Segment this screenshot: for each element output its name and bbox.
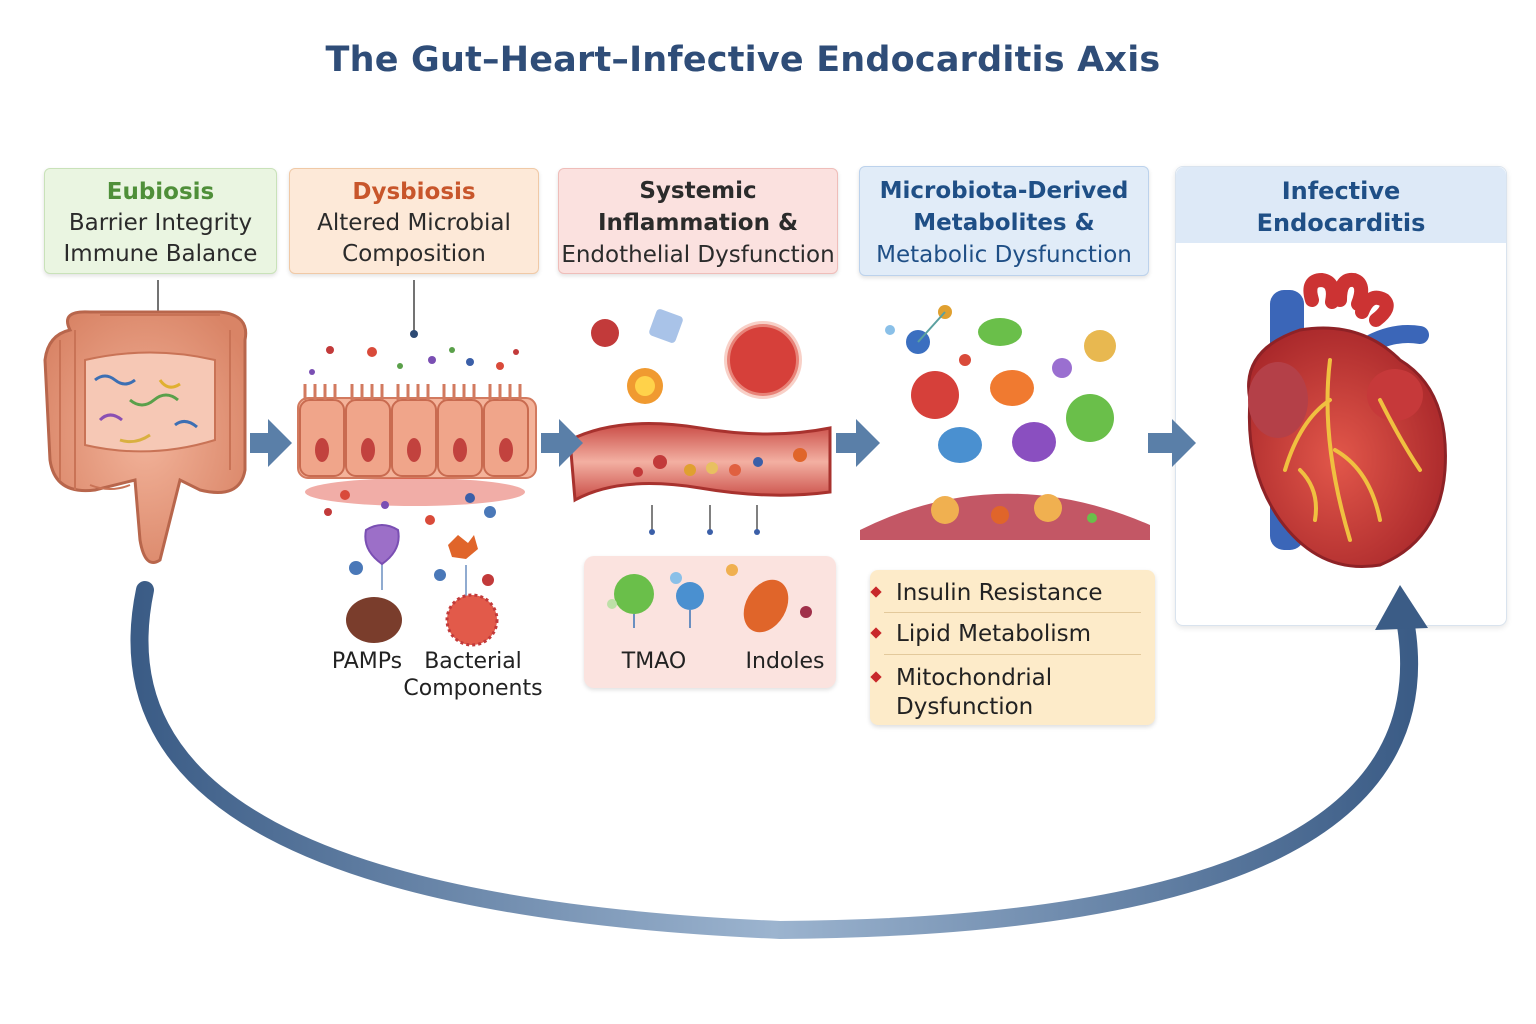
metabolites-illustration [860,305,1150,540]
endocarditis-line-1: Infective [1281,177,1401,205]
metabolites-line-2: Metabolic Dysfunction [876,242,1132,268]
bullet-icon [870,586,882,598]
metabolite-card: TMAO Indoles [584,556,836,688]
metabolites-line-1: Metabolites & [913,210,1095,236]
bacterial-line-2: Components [403,676,543,701]
forward-arrows [250,419,1196,467]
eubiosis-line-1: Barrier Integrity [68,210,253,236]
metabolite-molecules [607,564,812,633]
dysbiosis-box: Dysbiosis Altered Microbial Composition [289,168,539,274]
list-item: Mitochondrial Dysfunction [870,664,1053,722]
bacterial-components-label: Bacterial Components [398,648,548,702]
pamps-label: PAMPs [331,649,403,674]
intestine-illustration [43,310,248,564]
list-item-label: Lipid Metabolism [896,621,1092,647]
dysbiosis-line-2: Composition [342,241,486,267]
epithelium-illustration [297,346,537,647]
inflammation-heading: Systemic [639,178,757,204]
loop-arrowhead [1375,585,1428,630]
list-item-label: Insulin Resistance [896,580,1103,606]
eubiosis-box: Eubiosis Barrier Integrity Immune Balanc… [44,168,277,274]
inflammation-box: Systemic Inflammation & Endothelial Dysf… [558,168,838,274]
bullet-icon [870,671,882,683]
inflammation-line-2: Endothelial Dysfunction [561,242,835,268]
dysbiosis-line-1: Altered Microbial [317,210,511,236]
eubiosis-line-2: Immune Balance [63,241,258,267]
eubiosis-heading: Eubiosis [106,179,215,205]
bacterial-line-1: Bacterial [424,649,522,674]
heart-illustration [1247,272,1447,569]
metabolites-box: Microbiota-Derived Metabolites & Metabol… [859,166,1149,276]
list-item-label-line-1: Mitochondrial [896,665,1053,691]
list-divider [884,612,1141,613]
list-item-label-line-2: Dysfunction [896,694,1034,720]
bullet-icon [870,627,882,639]
endocarditis-line-2: Endocarditis [1256,209,1426,237]
metabolic-dysfunction-list: Insulin Resistance Lipid Metabolism Mito… [870,570,1155,725]
indoles-label: Indoles [745,649,825,674]
feedback-loop-arrow [130,581,1419,940]
list-item: Lipid Metabolism [870,620,1092,649]
vessel-illustration [568,309,832,535]
metabolites-heading: Microbiota-Derived [879,178,1129,204]
list-item: Insulin Resistance [870,579,1103,608]
inflammation-line-1: Inflammation & [597,210,799,236]
endocarditis-header: Infective Endocarditis [1176,167,1506,243]
diagram-title: The Gut–Heart–Infective Endocarditis Axi… [325,40,1161,80]
list-divider [884,654,1141,655]
dysbiosis-heading: Dysbiosis [352,179,476,205]
tmao-label: TMAO [621,649,687,674]
